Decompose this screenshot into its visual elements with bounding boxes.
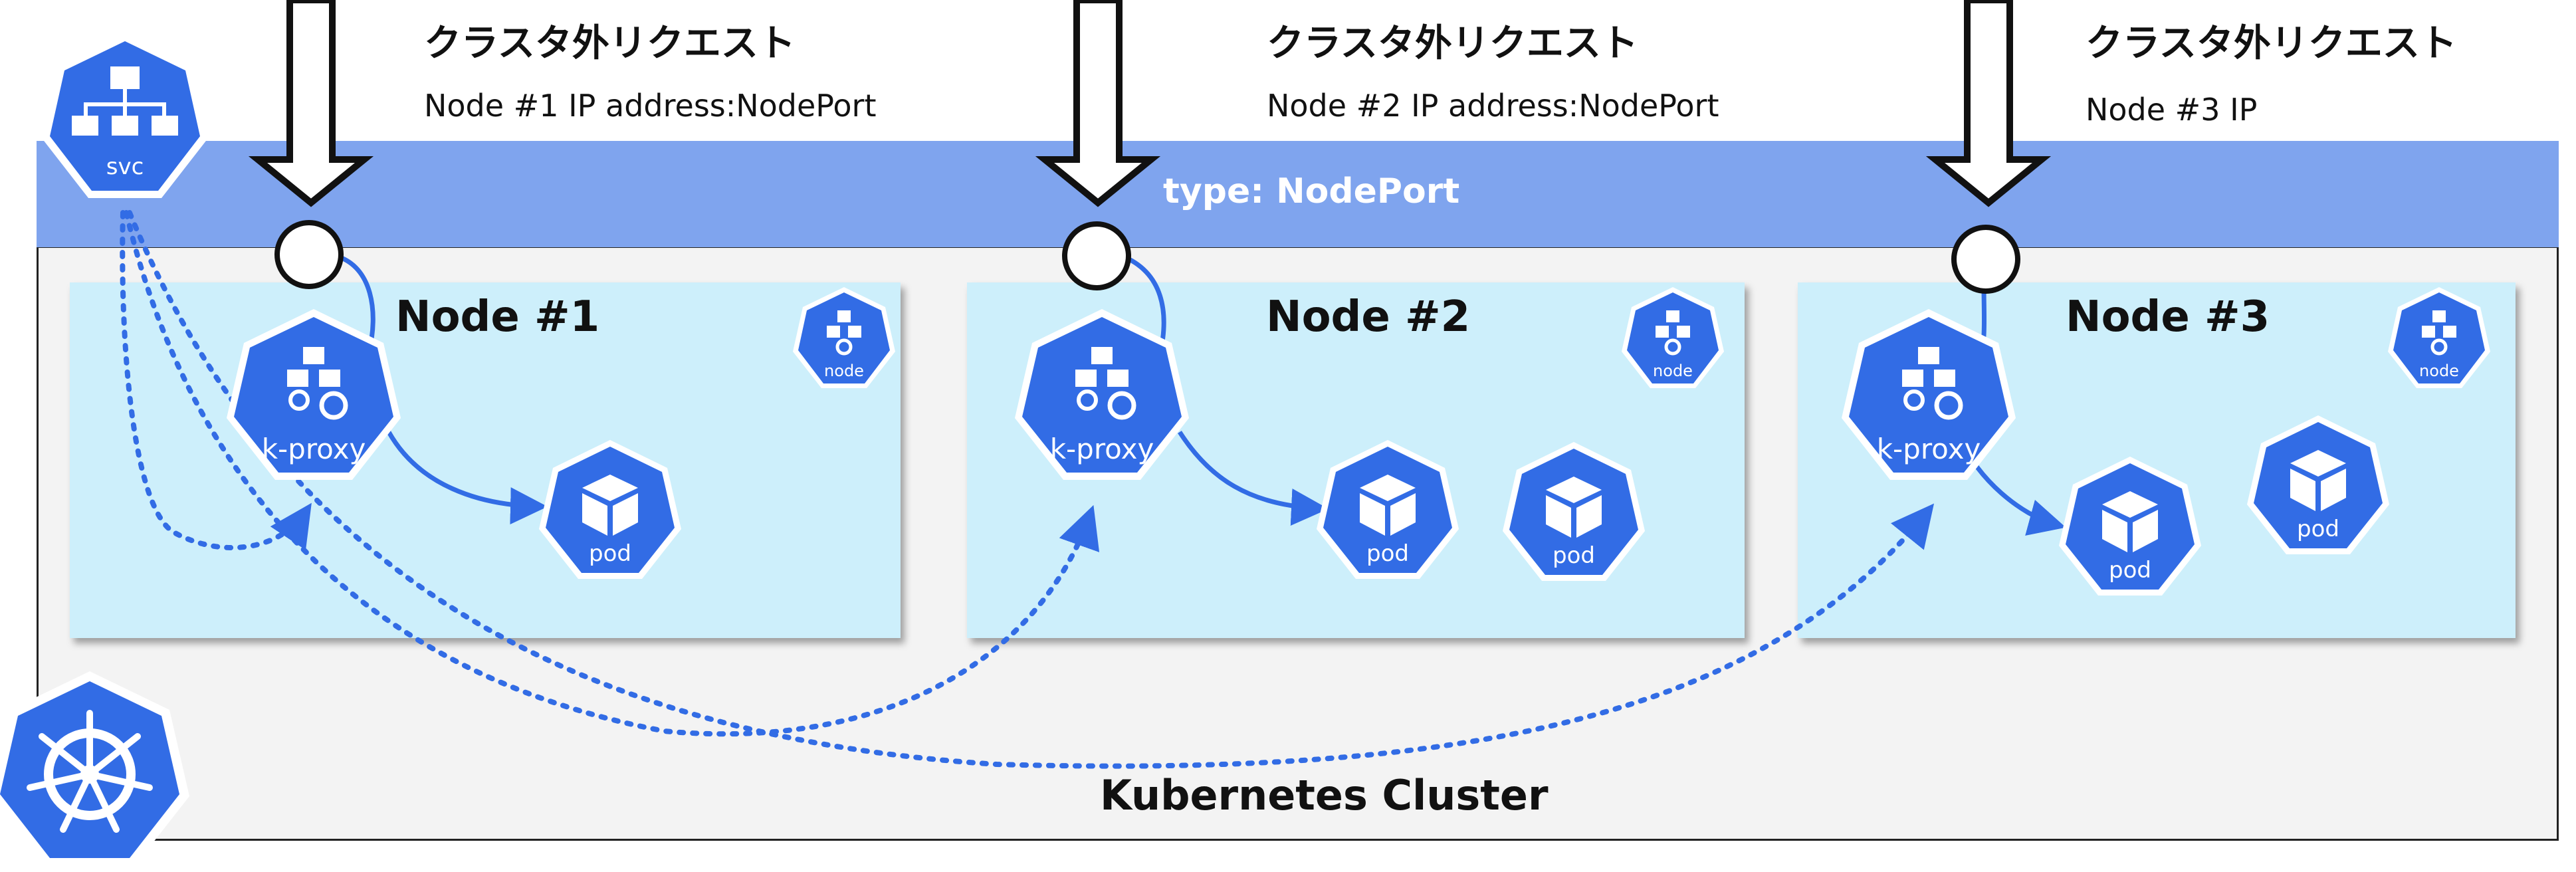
request-arrow-1 — [248, 0, 374, 207]
request-subtitle-2: Node #2 IP address:NodePort — [1267, 88, 1719, 124]
request-subtitle-1: Node #1 IP address:NodePort — [424, 88, 877, 124]
node-badge-icon-3: node — [2388, 287, 2490, 388]
nodeport-circle-3 — [1951, 225, 2020, 294]
node-title-2: Node #2 — [1266, 292, 1471, 342]
service-type-label: type: NodePort — [1163, 171, 1460, 211]
pod-label-2-1: pod — [1366, 540, 1409, 567]
request-title-3: クラスタ外リクエスト — [2086, 22, 2457, 65]
kube-proxy-icon-2: k-proxy — [1015, 309, 1189, 480]
node-panel-1 — [70, 282, 901, 638]
request-title-2: クラスタ外リクエスト — [1267, 22, 1638, 65]
node-badge-label-1: node — [824, 362, 864, 380]
pod-label-1-1: pod — [589, 540, 631, 567]
kube-proxy-label-3: k-proxy — [1877, 433, 1981, 465]
node-badge-icon-2: node — [1622, 287, 1724, 388]
cluster-label: Kubernetes Cluster — [1100, 771, 1549, 819]
nodeport-circle-1 — [274, 220, 344, 289]
node-badge-label-3: node — [2419, 362, 2459, 380]
pod-icon-3-1: pod — [2059, 457, 2201, 596]
kube-proxy-label-2: k-proxy — [1050, 433, 1154, 465]
route-proxy-to-pod-2 — [1178, 431, 1329, 526]
pod-icon-3-2: pod — [2247, 415, 2389, 554]
kube-proxy-icon-3: k-proxy — [1842, 309, 2016, 480]
request-arrow-3 — [1925, 0, 2052, 207]
nodeport-service-band — [37, 141, 2559, 247]
pod-icon-1-1: pod — [539, 440, 681, 579]
svc-icon: svc — [42, 33, 208, 198]
kubernetes-logo-icon — [0, 671, 189, 867]
nodeport-circle-2 — [1062, 221, 1131, 290]
pod-label-3-2: pod — [2297, 516, 2339, 542]
kube-proxy-icon-1: k-proxy — [227, 309, 401, 480]
route-proxy-to-pod-1 — [386, 431, 548, 525]
node-title-1: Node #1 — [395, 292, 600, 342]
svc-icon-label: svc — [106, 154, 144, 180]
pod-label-2-2: pod — [1553, 542, 1595, 569]
pod-icon-2-1: pod — [1317, 440, 1459, 579]
pod-label-3-1: pod — [2109, 557, 2151, 584]
svc-link-proxy-2 — [124, 210, 1100, 737]
svc-link-proxy-1 — [120, 210, 312, 550]
kube-proxy-label-1: k-proxy — [262, 433, 366, 465]
node-title-3: Node #3 — [2066, 292, 2270, 342]
pod-icon-2-2: pod — [1503, 442, 1645, 581]
request-title-1: クラスタ外リクエスト — [424, 22, 796, 65]
node-badge-icon-1: node — [793, 287, 895, 388]
request-subtitle-3: Node #3 IP address:NodePort — [2086, 92, 2258, 128]
node-badge-label-2: node — [1653, 362, 1693, 380]
request-arrow-2 — [1035, 0, 1161, 207]
